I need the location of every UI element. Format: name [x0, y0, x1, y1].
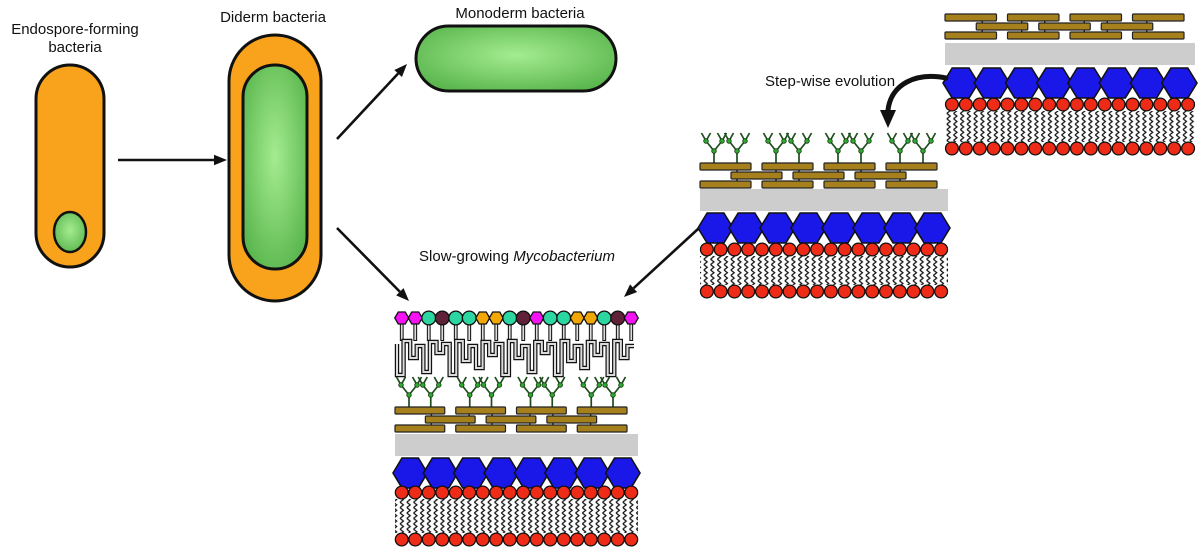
- arrow-diderm-to-monoderm: [336, 64, 407, 140]
- endospore-forming-cell: [34, 63, 106, 269]
- maroon-circle: [515, 310, 531, 326]
- teal-circle: [542, 310, 558, 326]
- label-mycobacterium-species: Mycobacterium: [513, 248, 615, 265]
- teal-circle: [421, 310, 437, 326]
- label-stepwise-evolution: Step-wise evolution: [765, 73, 896, 90]
- endospore: [52, 210, 88, 254]
- teal-circle: [448, 310, 464, 326]
- magenta-hexagon: [407, 311, 424, 325]
- intermediate-envelope-membrane: [697, 132, 951, 299]
- maroon-circle: [610, 310, 626, 326]
- diderm-inner-membrane-body: [241, 63, 309, 271]
- label-slow-growing-prefix: Slow-growing: [419, 248, 510, 265]
- magenta-hexagon: [528, 311, 545, 325]
- mycobacterium-envelope-membrane: [392, 310, 641, 547]
- stepwise-evolution-arrow: [880, 74, 949, 128]
- magenta-hexagon: [393, 311, 410, 325]
- diderm-cell: [227, 33, 323, 303]
- teal-circle: [461, 310, 477, 326]
- maroon-circle: [434, 310, 450, 326]
- amber-hexagon: [582, 311, 599, 325]
- amber-hexagon: [474, 311, 491, 325]
- arrow-diderm-to-mycobacterium: [336, 227, 409, 301]
- arrow-membrane-to-mycobacterium: [624, 228, 699, 297]
- amber-hexagon: [488, 311, 505, 325]
- label-endospore-forming-bacteria: Endospore-forming bacteria: [11, 21, 139, 57]
- teal-circle: [502, 310, 518, 326]
- amber-hexagon: [569, 311, 586, 325]
- teal-circle: [556, 310, 572, 326]
- magenta-hexagon: [623, 311, 640, 325]
- label-slow-growing-mycobacterium: Slow-growing Mycobacterium: [398, 248, 636, 266]
- teal-circle: [596, 310, 612, 326]
- label-diderm-bacteria: Diderm bacteria: [220, 9, 326, 26]
- diderm-envelope-membrane: [942, 13, 1198, 156]
- label-monoderm-bacteria: Monoderm bacteria: [455, 5, 585, 22]
- arrow-endospore-to-diderm: [118, 154, 227, 166]
- monoderm-cell: [414, 24, 618, 93]
